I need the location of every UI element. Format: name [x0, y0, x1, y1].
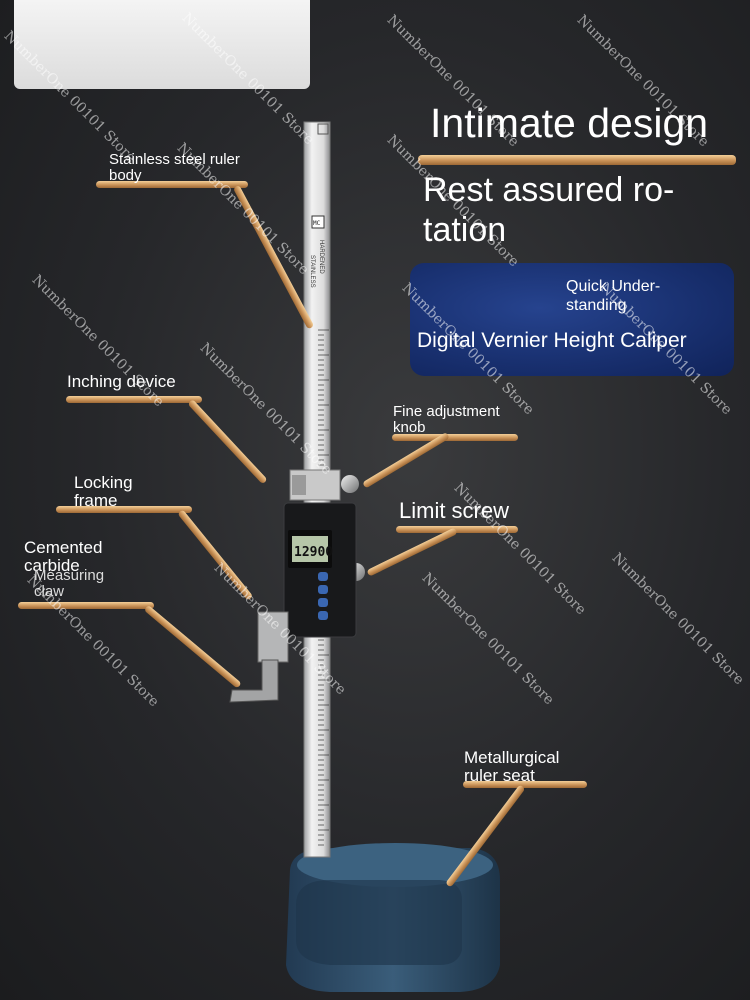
- locking-frame-bar: [56, 506, 192, 513]
- ruler-seat-bar: [463, 781, 587, 788]
- label-carbide-title: Cemented carbide: [24, 538, 103, 575]
- label-measuring-claw: Measuring claw: [34, 567, 105, 600]
- inching-device-bar: [66, 396, 202, 403]
- inching-device: [289, 469, 359, 501]
- digital-head: 12900: [283, 502, 357, 638]
- badge-product-name: Digital Vernier Height Caliper: [417, 329, 687, 352]
- measuring-claw-bar: [18, 602, 154, 609]
- label-inching-device: Inching device: [67, 372, 176, 391]
- label-limit-screw: Limit screw: [399, 498, 510, 523]
- label-locking-frame: Locking frame: [74, 473, 133, 510]
- headline-title: Intimate design: [430, 100, 709, 146]
- headline-subtitle: Rest assured ro- tation: [423, 171, 675, 249]
- ruler-body-bar: [96, 181, 248, 188]
- svg-text:HARDENED: HARDENED: [318, 240, 324, 274]
- lcd-reading: 12900: [294, 545, 333, 560]
- limit-screw-bar: [396, 526, 518, 533]
- svg-text:STAINLESS: STAINLESS: [309, 255, 315, 288]
- ruler-seat: [286, 843, 500, 992]
- measuring-claw: [229, 611, 289, 703]
- svg-text:MC: MC: [313, 220, 321, 227]
- badge-small-text: Quick Under- standing: [566, 278, 661, 314]
- label-ruler-seat: Metallurgical ruler seat: [464, 748, 560, 785]
- top-white-panel: [14, 0, 310, 89]
- fine-adjustment-bar: [392, 434, 518, 441]
- product-badge: Quick Under- standing Digital Vernier He…: [410, 263, 734, 376]
- label-fine-adjustment: Fine adjustment knob: [393, 403, 500, 436]
- label-ruler-body: Stainless steel ruler body: [109, 151, 240, 184]
- headline-bar: [418, 155, 736, 165]
